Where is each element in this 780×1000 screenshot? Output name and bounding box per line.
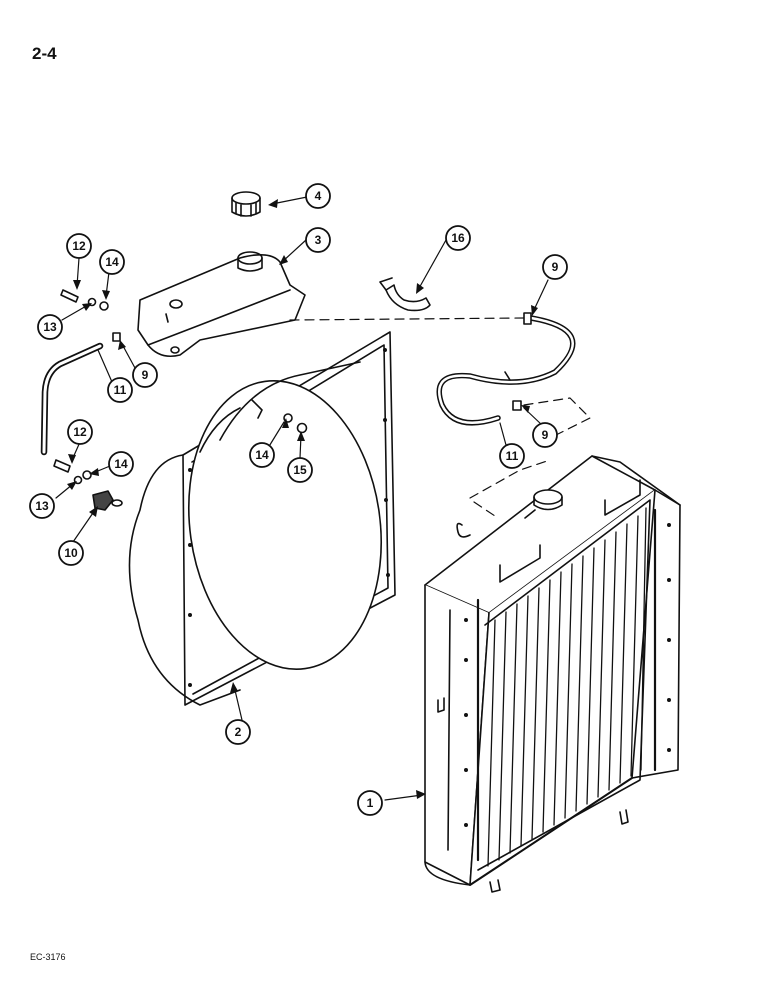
- callout-16: 16: [451, 231, 465, 245]
- callout-13-lower: 13: [35, 499, 49, 513]
- callout-12-lower: 12: [73, 425, 87, 439]
- radiator-fins: [487, 507, 647, 867]
- callout-9-left: 9: [142, 368, 149, 382]
- callout-3: 3: [315, 233, 322, 247]
- overflow-hose-left: [40, 342, 104, 456]
- callout-9-lower-right: 9: [542, 428, 549, 442]
- callout-circles: [29, 183, 568, 816]
- radiator: [424, 455, 681, 893]
- bolt-12-upper: [60, 289, 79, 303]
- callout-12-upper: 12: [72, 239, 86, 253]
- nut-15-center: [296, 422, 308, 434]
- washer-13-upper: [87, 297, 97, 307]
- callout-2: 2: [235, 725, 242, 739]
- radiator-upper-hose-outlet: [456, 522, 471, 538]
- clip-9-upper: [523, 312, 532, 325]
- clip-9-lower: [512, 400, 522, 411]
- callout-11-left: 11: [114, 383, 127, 397]
- expansion-tank: [137, 251, 306, 358]
- nut-14-center: [283, 413, 293, 423]
- callout-15: 15: [293, 463, 307, 477]
- callout-10: 10: [64, 546, 78, 560]
- callout-9-upper-right: 9: [552, 260, 559, 274]
- radiator-cap: [231, 191, 261, 217]
- figure-code: EC-3176: [30, 952, 66, 962]
- overflow-hose-right: [436, 315, 576, 426]
- nut-14-lower: [82, 470, 92, 480]
- callout-4: 4: [315, 189, 322, 203]
- nut-14-upper: [99, 301, 109, 311]
- radiator-side-bracket: [437, 697, 445, 713]
- callout-11-right: 11: [506, 449, 519, 463]
- callout-13-upper: 13: [43, 320, 57, 334]
- bolt-12-lower: [53, 459, 71, 473]
- radiator-top-brackets: [499, 479, 641, 583]
- radiator-mount-stud: [619, 809, 629, 825]
- callout-labels: 1 2 3 4 9 9 9 10 11 11 12 12 13 13 14 14…: [35, 189, 558, 810]
- radiator-drain-stud: [489, 879, 501, 893]
- callout-14-upper: 14: [105, 255, 119, 269]
- leader-arrowheads: [67, 199, 538, 799]
- callout-14-center: 14: [255, 448, 269, 462]
- clip-9-left: [112, 332, 121, 342]
- radiator-side-bolts: [464, 523, 671, 827]
- shroud-bolt-holes: [188, 348, 390, 687]
- radiator-filler-neck: [524, 489, 563, 519]
- hose-bracket: [92, 490, 123, 511]
- alignment-lines: [289, 317, 591, 519]
- page-number: 2-4: [32, 44, 57, 63]
- fan-shroud: [128, 331, 396, 706]
- washer-13-lower: [73, 475, 83, 485]
- callout-1: 1: [367, 796, 374, 810]
- hose-clamp: [379, 277, 431, 312]
- callout-14-lower: 14: [114, 457, 128, 471]
